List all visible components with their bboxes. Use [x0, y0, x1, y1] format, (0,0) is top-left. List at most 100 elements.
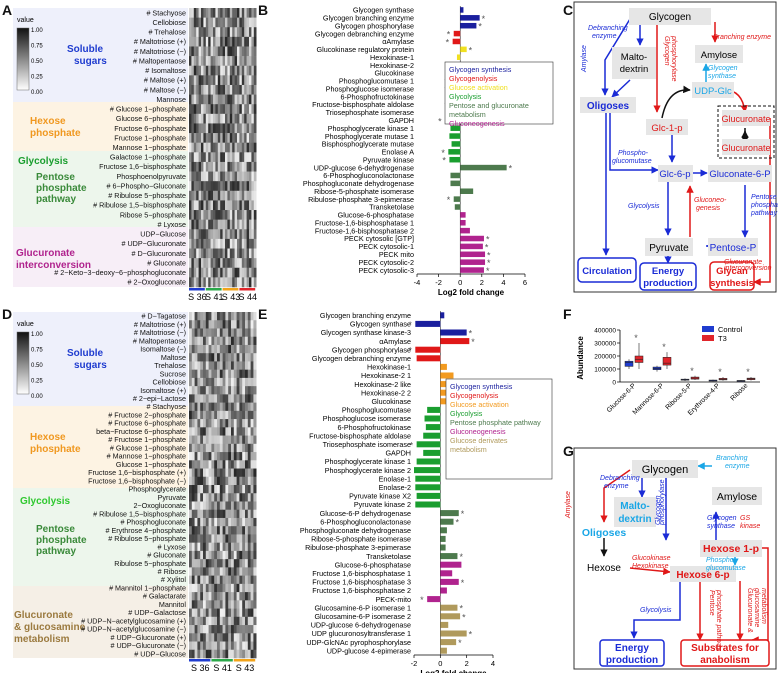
heatmap-cell [253, 559, 257, 568]
row-label: Fructose 1,6−bisphosphate (+) [88, 468, 186, 477]
row-label: Fructose 1,6−bisphosphate (−) [88, 476, 186, 485]
heatmap-cell [210, 75, 214, 86]
heatmap-cell [191, 559, 195, 568]
heatmap-cell [239, 8, 243, 18]
heatmap-cell [193, 27, 197, 38]
heatmap-cell [247, 435, 251, 445]
heatmap-cell [225, 501, 229, 511]
heatmap-cell [233, 509, 237, 519]
heatmap-cell [214, 625, 218, 634]
box [624, 360, 634, 367]
heatmap-cell [197, 485, 201, 494]
heatmap-cell [203, 353, 207, 362]
heatmap-cell [229, 171, 233, 182]
heatmap-cell [215, 248, 219, 259]
heatmap-cell [247, 542, 251, 552]
heatmap-cell [197, 361, 201, 370]
category-label: αAmylase [379, 337, 411, 346]
heatmap-cell [225, 567, 229, 576]
row-label: # Maltopentaose [133, 56, 186, 65]
significance-star: * [482, 14, 486, 24]
heatmap-cell [196, 17, 199, 28]
heatmap-cell [203, 377, 207, 387]
d-colorbar-ticks: 1.000.750.500.250.00 [31, 332, 43, 400]
heatmap-cell [246, 181, 250, 192]
heatmap-cell [225, 550, 229, 560]
heatmap-cell [222, 344, 226, 354]
heatmap-cell [253, 190, 257, 201]
node-glycan-1: Glycan [716, 266, 748, 277]
heatmap-cell [229, 267, 233, 278]
heatmap-cell [232, 142, 235, 153]
category-label: Fructose-bisphosphate aldolase [312, 100, 414, 109]
category-label: Hexokinase-2 2 [361, 388, 411, 397]
row-label: # Ribulose 5−phosphate [108, 534, 186, 543]
heatmap-cell [203, 123, 207, 134]
heatmap-cell [222, 509, 226, 519]
heatmap-cell [215, 123, 219, 134]
heatmap-cell [236, 328, 240, 338]
heatmap-cell [237, 229, 240, 240]
heatmap-cell [227, 17, 231, 28]
heatmap-cell [194, 353, 198, 362]
heatmap-cell [203, 200, 207, 211]
heatmap-cell [222, 113, 226, 124]
heatmap-cell [241, 200, 245, 211]
heatmap-cell [245, 312, 249, 321]
d-legend-title: value [17, 321, 34, 328]
heatmap-cell [233, 641, 237, 651]
heatmap-cell [189, 84, 192, 95]
panel-d-row-labels: # D−Tagatose# Maltotriose (+)# Maltotrio… [81, 312, 186, 659]
heatmap-cell [189, 123, 192, 134]
g-node-energy-2: production [606, 655, 658, 666]
heatmap-cell [191, 369, 195, 379]
heatmap-cell [205, 641, 209, 651]
heatmap-cell [253, 161, 257, 172]
significance-star: * [471, 337, 475, 347]
row-label: # Trehalose [148, 28, 186, 37]
heatmap-cell [197, 443, 201, 453]
bar [450, 125, 461, 131]
row-label: # Mannose 1−phosphate [107, 452, 186, 461]
heatmap-cell [203, 369, 207, 379]
heatmap-cell [253, 616, 257, 626]
heatmap-cell [193, 84, 197, 95]
heatmap-cell [191, 583, 195, 593]
heatmap-cell [214, 493, 218, 502]
heatmap-cell [253, 248, 257, 259]
heatmap-cell [196, 210, 199, 220]
significance-star: * [478, 22, 482, 32]
heatmap-cell [189, 248, 192, 259]
heatmap-cell [250, 493, 254, 502]
heatmap-cell [225, 17, 228, 28]
heatmap-cell [242, 361, 246, 370]
heatmap-cell [251, 267, 255, 278]
heatmap-cell [217, 550, 221, 560]
heatmap-cell [241, 27, 245, 38]
heatmap-cell [232, 84, 235, 95]
heatmap-cell [253, 501, 257, 511]
heatmap-cell [200, 517, 204, 527]
heatmap-cell [222, 46, 226, 57]
heatmap-cell [228, 559, 232, 568]
heatmap-cell [219, 377, 223, 387]
group-hexose-2: phosphate [30, 128, 81, 139]
heatmap-cell [228, 386, 232, 395]
heatmap-cell [210, 142, 214, 153]
heatmap-cell [196, 56, 199, 67]
node-energy-1: Energy [652, 266, 685, 277]
heatmap-cell [253, 152, 257, 163]
heatmap-cell [222, 219, 226, 230]
heatmap-cell [245, 344, 249, 354]
heatmap-cell [225, 583, 229, 593]
heatmap-cell [219, 583, 223, 593]
heatmap-cell [251, 56, 255, 67]
category-label: Enolase-2 [379, 483, 411, 492]
heatmap-cell [208, 592, 212, 601]
heatmap-cell [232, 258, 235, 269]
row-label: # Maltotriose (−) [134, 47, 186, 56]
heatmap-cell [198, 113, 202, 124]
heatmap-cell [228, 600, 232, 609]
heatmap-cell [253, 65, 257, 76]
g-arrow-hexose-hexose6p [629, 567, 671, 576]
